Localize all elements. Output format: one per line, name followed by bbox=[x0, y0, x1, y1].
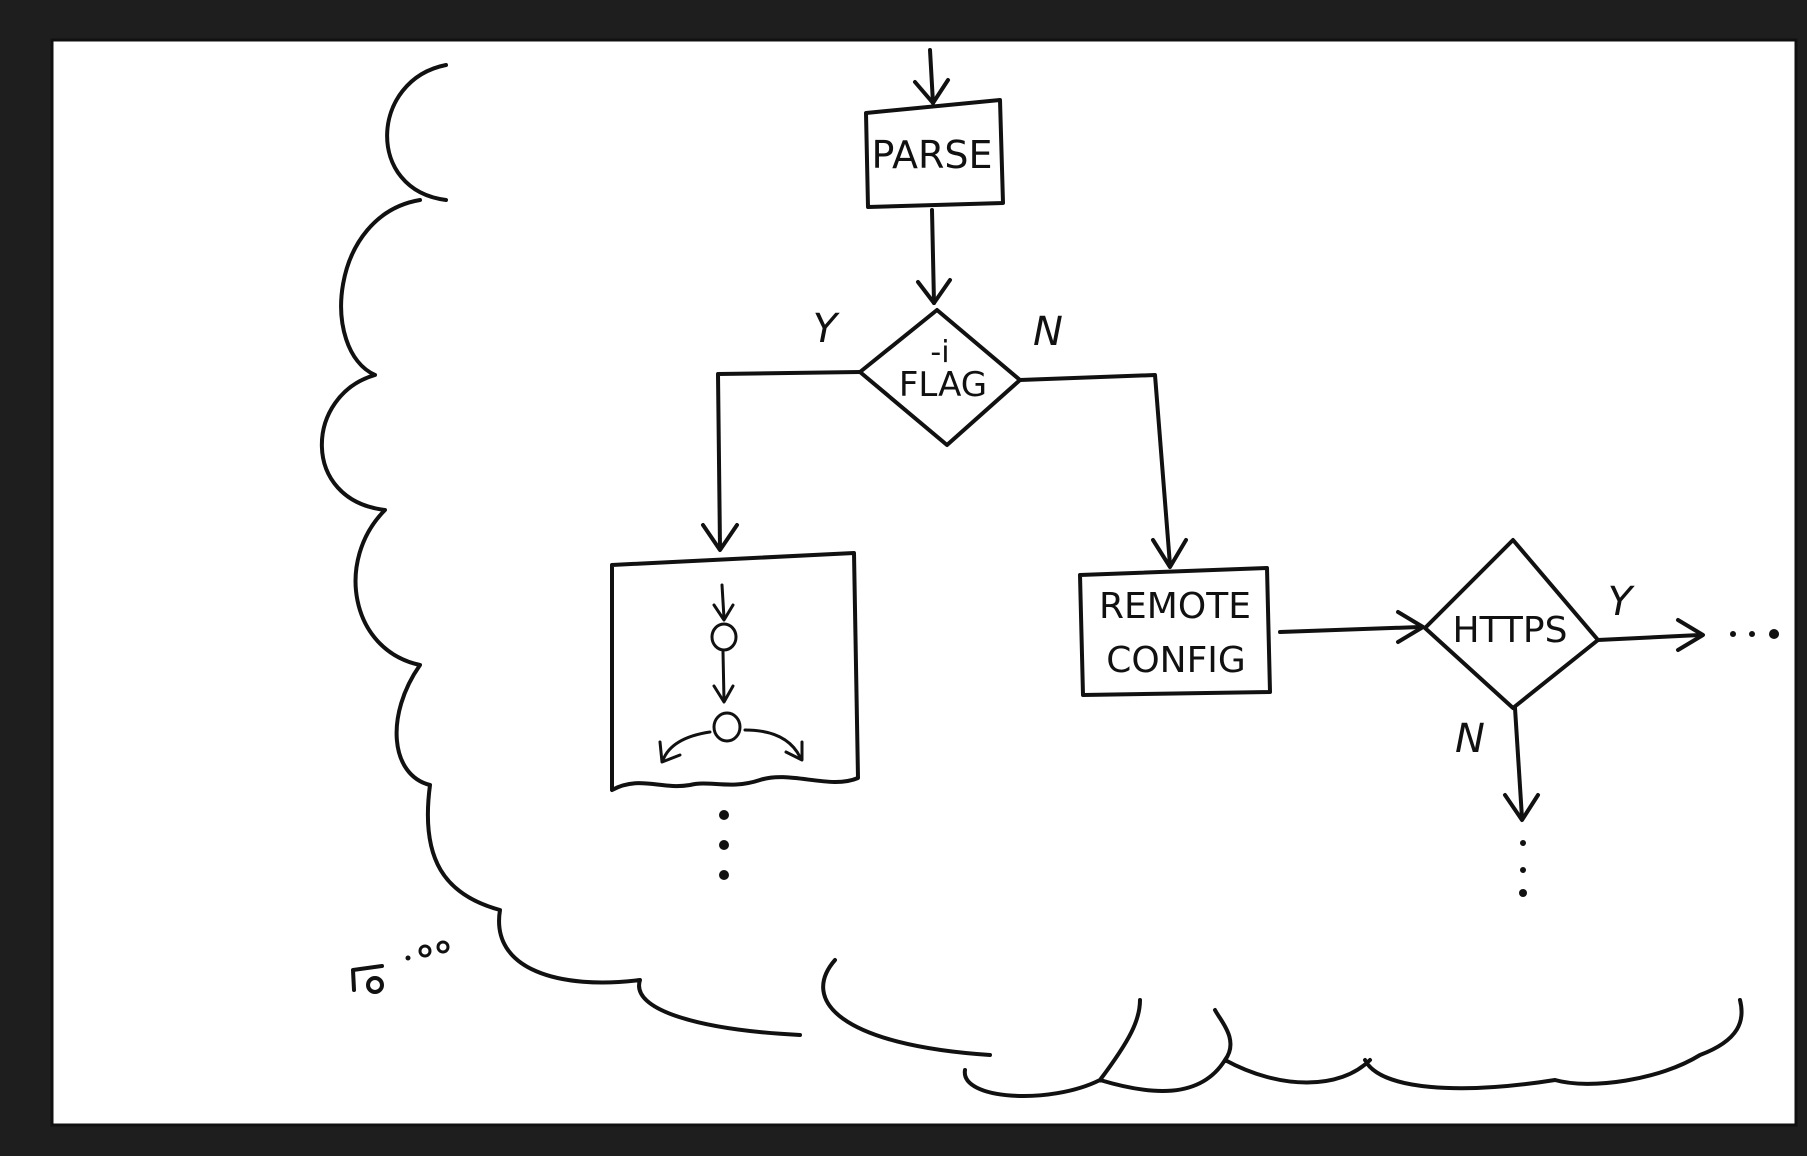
flag-yes-label: Y bbox=[813, 306, 841, 352]
https-yes-label: Y bbox=[1608, 579, 1636, 625]
thinking-squiggle-icon bbox=[351, 940, 450, 994]
https-yes-arrow bbox=[1596, 618, 1779, 652]
sub-flowchart-page bbox=[610, 551, 860, 792]
panel-border bbox=[50, 38, 1798, 1127]
parse-to-flag-arrow bbox=[916, 208, 952, 305]
https-no-arrow bbox=[1503, 706, 1540, 897]
sub-flowchart-continuation-dots bbox=[719, 810, 729, 880]
https-no-label: N bbox=[1455, 716, 1485, 762]
thought-cloud-outline bbox=[319, 63, 1744, 1099]
config-to-https-arrow bbox=[1278, 610, 1425, 644]
flag-yes-arrow bbox=[701, 370, 862, 552]
remote-config-box: REMOTE CONFIG bbox=[1078, 566, 1272, 697]
flag-decision-line1: -i bbox=[930, 335, 949, 370]
flag-decision-diamond: -i FLAG bbox=[858, 308, 1022, 447]
entry-arrow bbox=[913, 48, 950, 105]
flag-no-label: N bbox=[1033, 309, 1063, 355]
https-decision-label: HTTPS bbox=[1453, 610, 1568, 651]
remote-config-line2: CONFIG bbox=[1106, 640, 1246, 681]
parse-label: PARSE bbox=[871, 133, 992, 177]
flag-no-arrow bbox=[1018, 373, 1188, 569]
remote-config-line1: REMOTE bbox=[1099, 586, 1251, 627]
parse-box: PARSE bbox=[864, 98, 1005, 209]
flag-decision-line2: FLAG bbox=[899, 365, 987, 405]
